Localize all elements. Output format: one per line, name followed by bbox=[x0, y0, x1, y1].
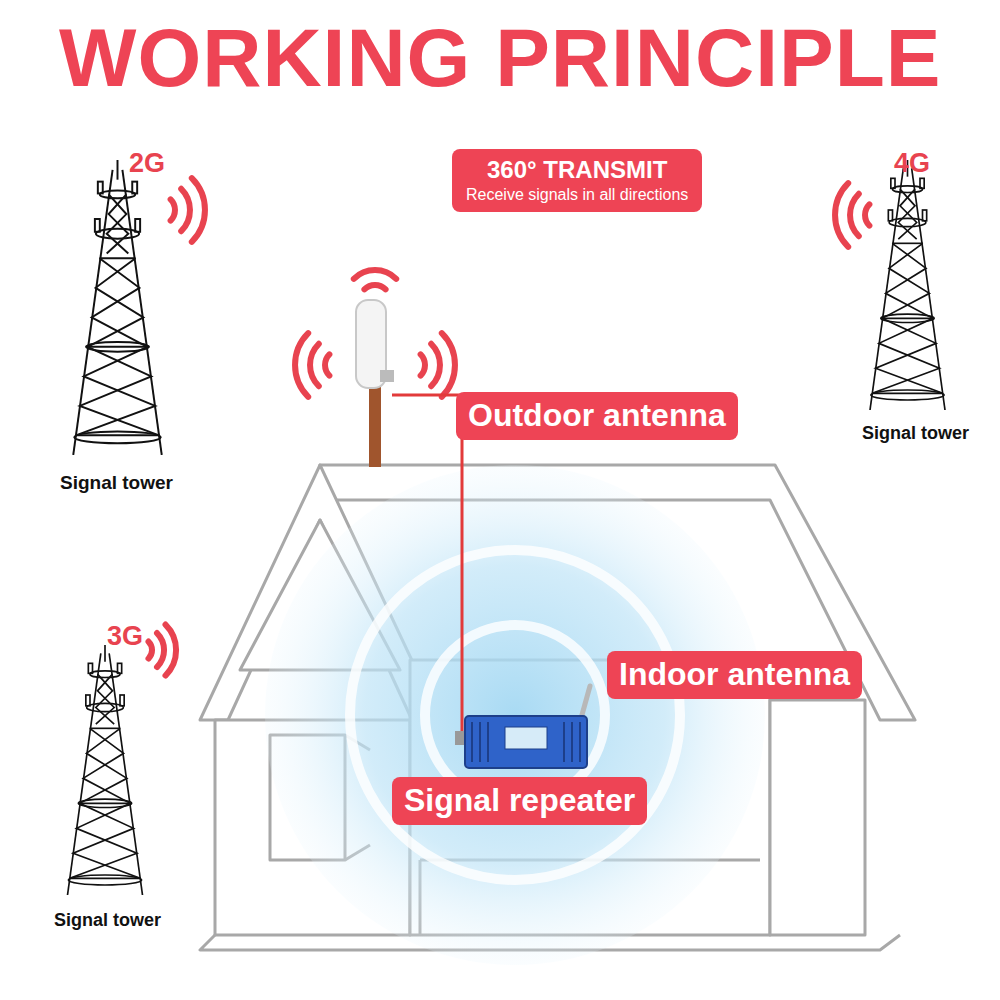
node-heading: Indoor antenna bbox=[619, 654, 850, 694]
node-heading: Outdoor antenna bbox=[468, 395, 726, 435]
tower-label: Signal tower bbox=[60, 472, 173, 494]
signal-repeater-unit bbox=[455, 686, 590, 768]
network-label: 2G bbox=[129, 148, 165, 179]
outdoor-antenna bbox=[356, 300, 394, 388]
signal-tower bbox=[870, 160, 945, 410]
node-heading: 360° TRANSMIT bbox=[466, 155, 688, 185]
node-heading: Signal repeater bbox=[404, 780, 635, 820]
coax-cable bbox=[392, 395, 472, 738]
antenna-pole bbox=[369, 380, 381, 467]
node-subtext: Receive signals in all directions bbox=[466, 185, 688, 205]
network-label: 3G bbox=[107, 621, 143, 652]
callout-box: 360° TRANSMITReceive signals in all dire… bbox=[452, 149, 702, 212]
tower-label: Signal tower bbox=[54, 910, 161, 931]
coverage-ring bbox=[350, 550, 680, 880]
network-label: 4G bbox=[894, 148, 930, 179]
tower-label: Signal tower bbox=[862, 423, 969, 444]
signal-tower bbox=[68, 645, 143, 895]
part-label-box: Indoor antenna bbox=[607, 651, 862, 699]
coverage-glow bbox=[265, 465, 765, 965]
part-label-box: Signal repeater bbox=[392, 777, 647, 825]
signal-tower bbox=[73, 160, 162, 455]
title: WORKING PRINCIPLE bbox=[59, 11, 942, 105]
part-label-box: Outdoor antenna bbox=[456, 392, 738, 440]
